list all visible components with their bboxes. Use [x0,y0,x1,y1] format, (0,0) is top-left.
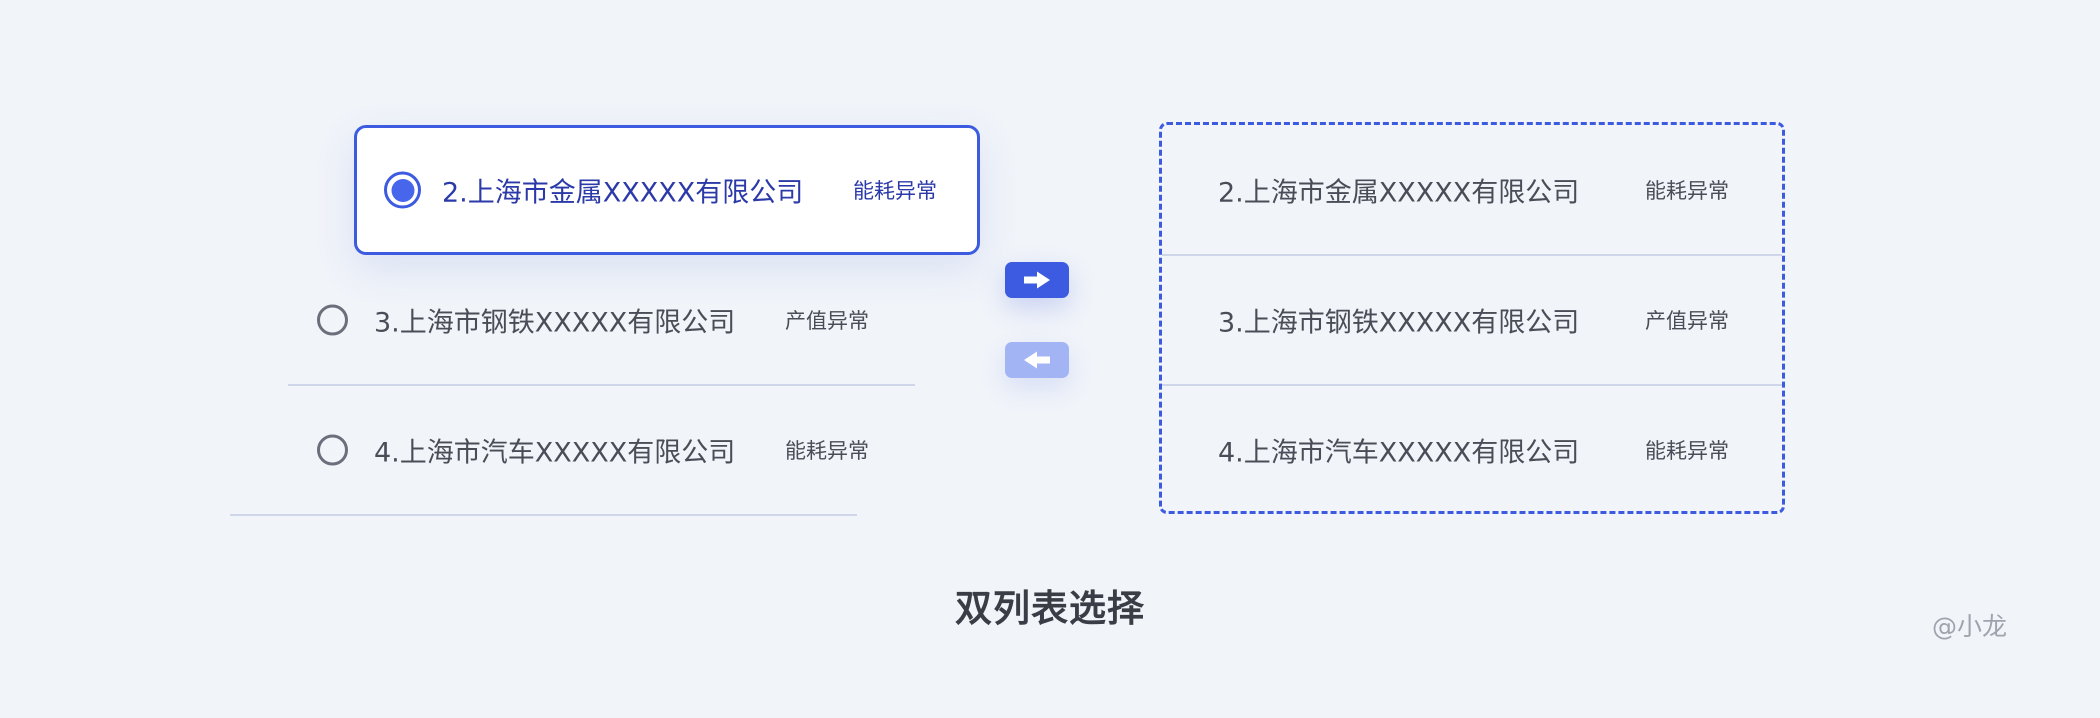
status-label: 产值异常 [1645,309,1729,333]
target-list-item[interactable]: 4.上海市汽车XXXXX有限公司 能耗异常 [1162,385,1782,515]
divider [1162,384,1782,386]
target-list: 2.上海市金属XXXXX有限公司 能耗异常 3.上海市钢铁XXXXX有限公司 产… [1159,122,1785,514]
source-list-item[interactable]: 4.上海市汽车XXXXX有限公司 能耗异常 [230,385,869,515]
move-left-button[interactable] [1005,342,1069,378]
company-name: 3.上海市钢铁XXXXX有限公司 [1218,307,1580,339]
status-label: 能耗异常 [1645,439,1729,463]
page-title: 双列表选择 [955,587,1145,630]
source-list-item[interactable]: 3.上海市钢铁XXXXX有限公司 产值异常 [288,255,915,385]
radio-button[interactable] [317,434,348,466]
arrow-left-icon [1024,351,1050,369]
company-name: 4.上海市汽车XXXXX有限公司 [1218,437,1580,469]
arrow-right-icon [1024,271,1050,289]
company-name: 4.上海市汽车XXXXX有限公司 [374,437,736,469]
move-right-button[interactable] [1005,262,1069,298]
target-list-item[interactable]: 2.上海市金属XXXXX有限公司 能耗异常 [1162,125,1782,255]
divider [1162,254,1782,256]
divider [288,384,915,386]
status-label: 能耗异常 [785,439,869,463]
radio-button[interactable] [317,304,348,336]
divider [230,514,857,516]
company-name: 3.上海市钢铁XXXXX有限公司 [374,307,736,339]
status-label: 能耗异常 [1645,179,1729,203]
radio-button-selected[interactable] [384,171,421,209]
status-label: 能耗异常 [853,179,937,203]
status-label: 产值异常 [785,309,869,333]
company-name: 2.上海市金属XXXXX有限公司 [1218,177,1580,209]
target-list-item[interactable]: 3.上海市钢铁XXXXX有限公司 产值异常 [1162,255,1782,385]
author-watermark: @小龙 [1932,612,2008,641]
source-list-item[interactable]: 2.上海市金属XXXXX有限公司 能耗异常 [354,125,980,255]
company-name: 2.上海市金属XXXXX有限公司 [442,177,804,209]
